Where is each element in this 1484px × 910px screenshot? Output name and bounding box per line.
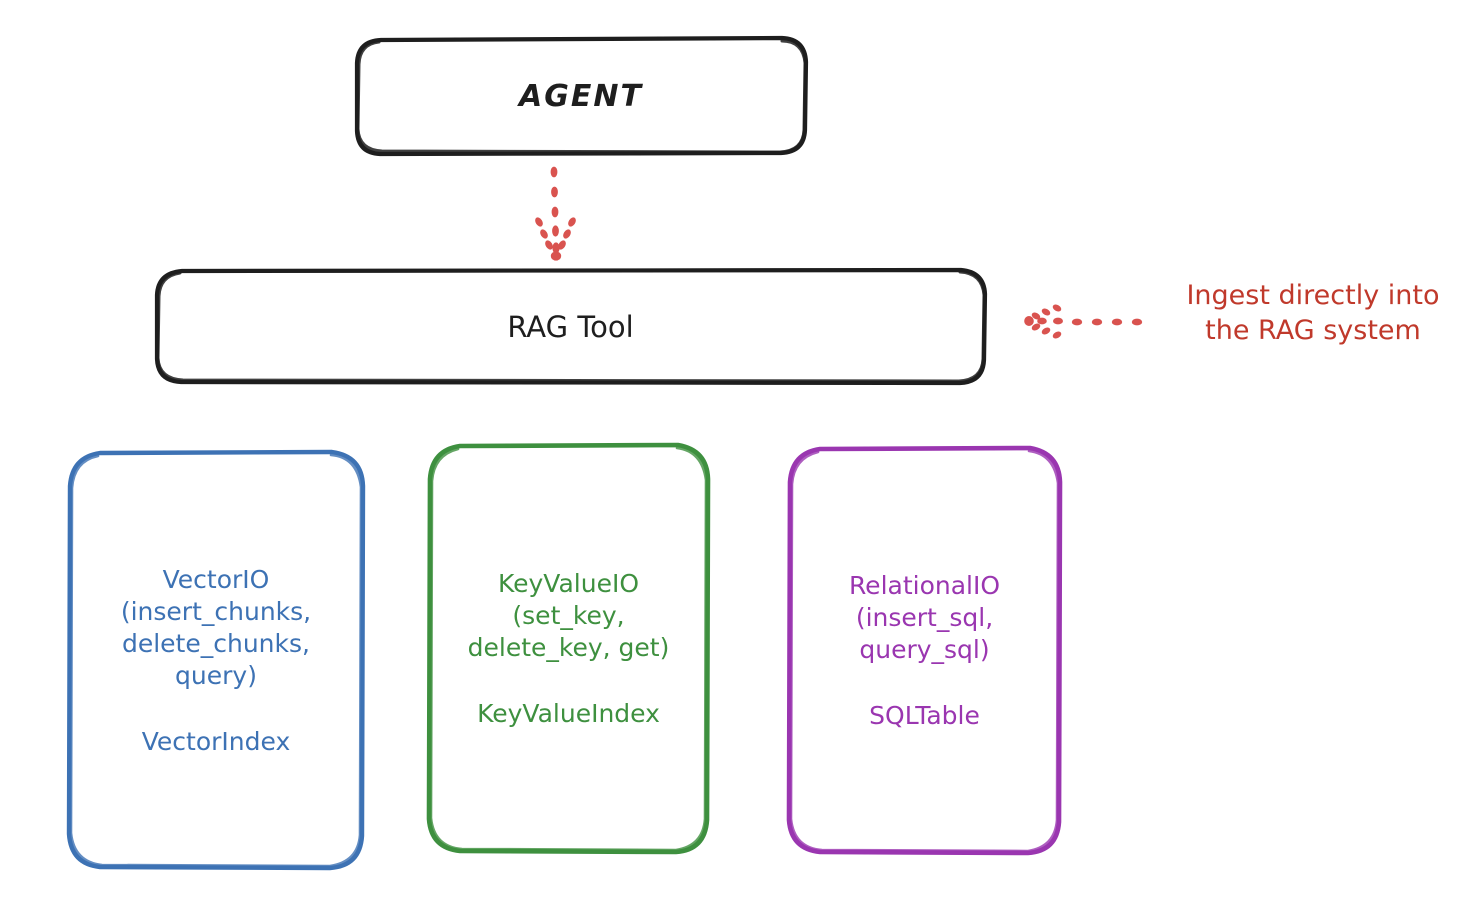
keyvalueio-api-label: KeyValueIO (set_key, delete_key, get) [467, 569, 670, 662]
keyvalueio-node[interactable]: KeyValueIO (set_key, delete_key, get) Ke… [428, 445, 709, 853]
keyvalueio-index-label: KeyValueIndex [477, 699, 660, 728]
relationalio-index-label: SQLTable [869, 700, 980, 730]
agent-to-ragtool-arrow [535, 166, 576, 261]
agent-box-shape [354, 35, 809, 157]
ragtool-node[interactable]: RAG Tool [156, 270, 985, 383]
vectorio-box-shape [66, 449, 366, 871]
vectorio-api-label: VectorIO (insert_chunks, delete_chunks, … [120, 564, 312, 690]
ragtool-label: RAG Tool [507, 309, 634, 344]
relationalio-api-label: RelationalIO (insert_sql, query_sql) [848, 570, 1001, 664]
relationalio-box-shape [786, 445, 1063, 856]
vectorio-index-label: VectorIndex [141, 726, 291, 756]
ragtool-box-shape [154, 267, 988, 386]
keyvalueio-box-shape [426, 442, 711, 855]
ingest-to-ragtool-arrow [1024, 304, 1143, 339]
vectorio-node[interactable]: VectorIO (insert_chunks, delete_chunks, … [68, 452, 364, 869]
relationalio-node[interactable]: RelationalIO (insert_sql, query_sql) SQL… [789, 448, 1060, 853]
agent-node[interactable]: AGENT [356, 38, 806, 154]
ingest-annotation-label: Ingest directly into the RAG system [1186, 280, 1440, 347]
agent-label: AGENT [519, 78, 643, 114]
